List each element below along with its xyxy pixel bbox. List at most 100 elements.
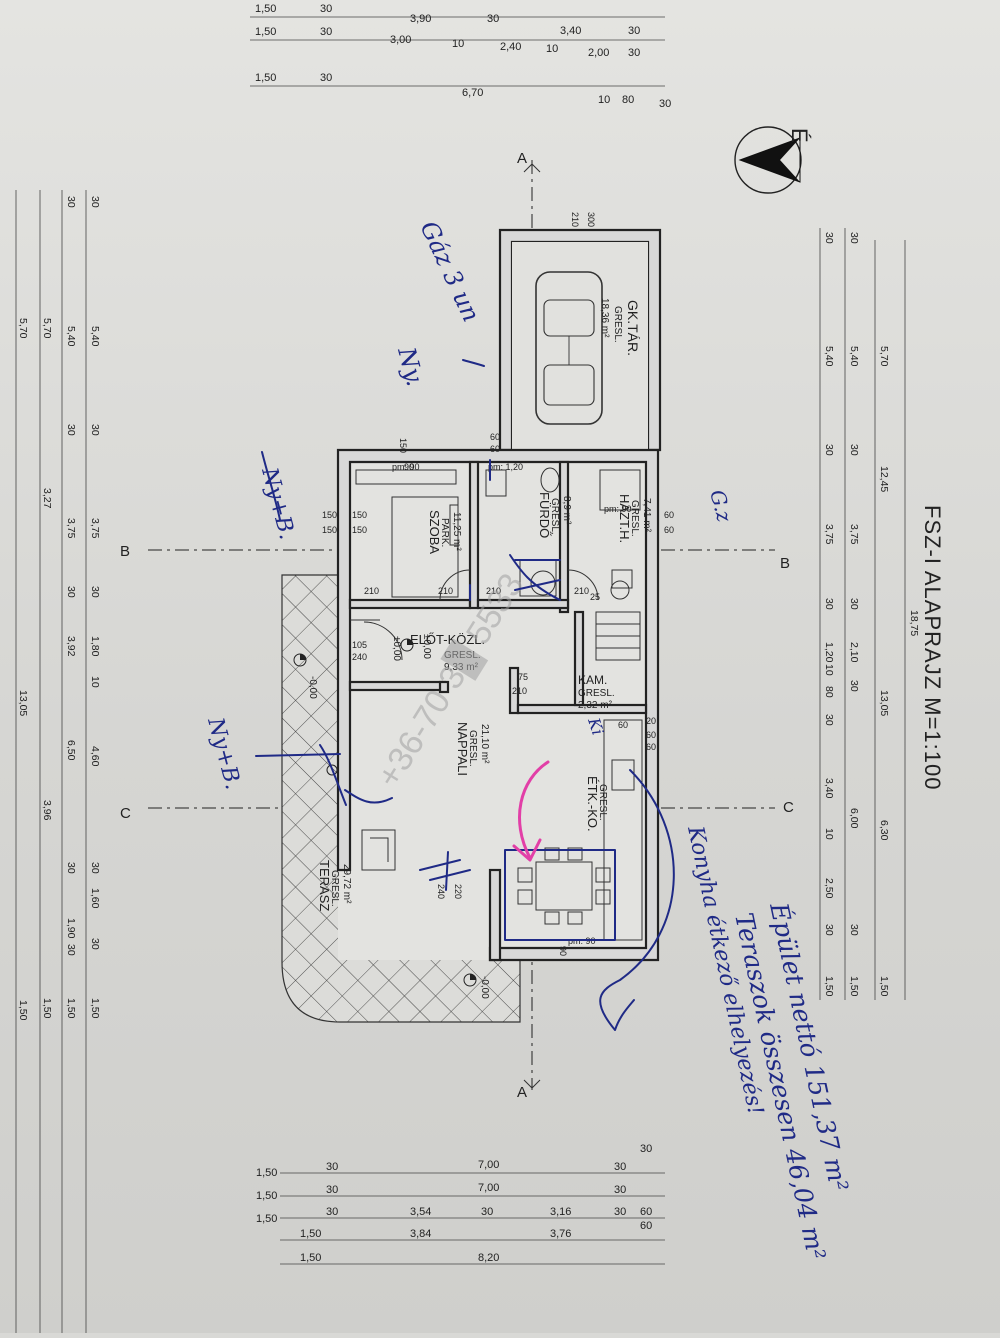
dim-right-c3-3: 6,30 xyxy=(878,820,890,841)
sill-28: 60 xyxy=(618,720,628,730)
dim-right-c1-10: 10 xyxy=(823,828,835,840)
pantry-floor: GRESL. xyxy=(578,688,615,699)
car-icon xyxy=(535,271,603,425)
sill-20: 90 xyxy=(558,946,568,956)
sill-27: 60 xyxy=(646,742,656,752)
level-terrace-2: -0,00 xyxy=(479,976,490,999)
dim-left-c1-7: 4,60 xyxy=(89,746,101,767)
garage-floor: GRESL. xyxy=(612,306,623,343)
note-ki: Ki xyxy=(584,714,608,737)
dim-left-c1-3: 3,75 xyxy=(89,518,101,539)
north-arrow: É xyxy=(734,126,812,194)
dim-bot-r2-3: 30 xyxy=(614,1184,626,1196)
dim-left-c3-3: 1,50 xyxy=(41,998,53,1019)
bedroom-area: 11,25 m² xyxy=(451,512,462,551)
terrace-floor: GRESL. xyxy=(329,870,340,907)
dim-top-r1-5: 30 xyxy=(628,25,640,37)
garage-area: 18,36 m² xyxy=(599,298,610,338)
dim-right-c2-7: 6,00 xyxy=(848,808,860,829)
dim-right-c1-12: 30 xyxy=(823,924,835,936)
dim-top-r1-0: 1,50 xyxy=(255,3,276,15)
dim-left-c1-9: 1,60 xyxy=(89,888,101,909)
dim-right-c3-1: 12,45 xyxy=(878,466,890,492)
dim-bot-r3-6: 60 xyxy=(640,1206,652,1218)
dim-bot-r4-2: 3,76 xyxy=(550,1228,571,1240)
dim-right-c1-5: 1,20 xyxy=(823,642,835,663)
dim-left-c2-8: 1,90 xyxy=(65,918,77,939)
sill-11: 105 xyxy=(352,640,367,650)
dim-right-c1-0: 30 xyxy=(823,232,835,244)
dim-top-r3-0: 1,50 xyxy=(255,72,276,84)
dim-left-c1-8: 30 xyxy=(89,862,101,874)
dim-left-c1-5: 1,80 xyxy=(89,636,101,657)
section-b-right: B xyxy=(780,555,790,572)
sill-26: 60 xyxy=(646,730,656,740)
dim-right-c2-8: 30 xyxy=(848,924,860,936)
garage-name: GK.TÁR. xyxy=(625,300,641,356)
dim-right-c1-4: 30 xyxy=(823,598,835,610)
garage xyxy=(498,228,662,452)
dim-right-c1-8: 30 xyxy=(823,714,835,726)
terrace-area: 29,72 m² xyxy=(341,864,352,904)
dim-right-c1-2: 30 xyxy=(823,444,835,456)
sill-2: pm: 1,20 xyxy=(488,462,523,472)
dim-right-c2-2: 30 xyxy=(848,444,860,456)
dim-right-c2-6: 30 xyxy=(848,680,860,692)
dim-left-c2-9: 30 xyxy=(65,944,77,956)
sill-3: pm: 90 xyxy=(604,504,632,514)
section-a-top: A xyxy=(517,150,527,167)
note-gas: Gáz 3 un xyxy=(415,217,486,326)
dim-top-r2-4: 2,40 xyxy=(500,41,521,53)
sill-18: 150 xyxy=(352,525,367,535)
sill-12: 210 xyxy=(512,686,527,696)
sill-19: 150 xyxy=(398,438,408,453)
dim-bot-r1-4: 30 xyxy=(640,1143,652,1155)
sill-29: 20 xyxy=(646,716,656,726)
sill-14: 150 xyxy=(322,525,337,535)
kitchen-name: ÉTK.-KO. xyxy=(585,776,600,832)
dim-left-c1-4: 30 xyxy=(89,586,101,598)
note-ny-3: Ny+B. xyxy=(202,714,245,792)
dim-bot-r1-1: 30 xyxy=(326,1161,338,1173)
dim-bot-r3-2: 3,54 xyxy=(410,1206,431,1218)
dim-bot-r5-0: 1,50 xyxy=(300,1252,321,1264)
dim-bot-r3-0: 1,50 xyxy=(256,1213,277,1225)
pink-arrow xyxy=(512,760,550,862)
north-label: É xyxy=(787,128,812,143)
dim-bot-r2-2: 7,00 xyxy=(478,1182,499,1194)
dim-right-c3-4: 1,50 xyxy=(878,976,890,997)
sill-22: 300 xyxy=(586,212,596,227)
dim-left-c2-4: 30 xyxy=(65,586,77,598)
note-ny-1: Ny. xyxy=(392,343,429,389)
left-dimension-lines: 30 5,40 30 3,75 30 1,80 10 4,60 30 1,60 … xyxy=(15,190,101,1333)
dim-bot-r1-3: 30 xyxy=(614,1161,626,1173)
section-c-left: C xyxy=(120,805,131,822)
dim-bot-r3-4: 3,16 xyxy=(550,1206,571,1218)
dim-left-c3-0: 5,70 xyxy=(41,318,53,339)
dim-right-c2-3: 3,75 xyxy=(848,524,860,545)
pantry-name: KAM. xyxy=(578,673,607,687)
dim-top-r2-3: 10 xyxy=(452,38,464,50)
dim-bot-r3-5: 30 xyxy=(614,1206,626,1218)
dim-left-c4-1: 13,05 xyxy=(17,690,29,716)
furniture xyxy=(350,467,643,941)
dim-left-c3-1: 3,27 xyxy=(41,488,53,509)
note-ny-2: Ny+B. xyxy=(256,464,299,542)
sill-16: 60 xyxy=(664,525,674,535)
opening-labels: pm: 90 pm: 1,20 pm: 90 pm: 90 210 210 21… xyxy=(322,212,674,956)
level-entry: ±0,00 xyxy=(391,636,402,661)
dim-right-c1-1: 5,40 xyxy=(823,346,835,367)
sill-1: pm: 90 xyxy=(392,462,420,472)
dim-left-c1-10: 30 xyxy=(89,938,101,950)
level-terrace-1: -0,00 xyxy=(307,676,318,699)
living-area: 21,10 m² xyxy=(479,724,490,764)
hall-area: 9,33 m² xyxy=(444,662,479,673)
section-b-left: B xyxy=(120,543,130,560)
dim-right-c2-0: 30 xyxy=(848,232,860,244)
dim-bot-r3-3: 30 xyxy=(481,1206,493,1218)
dim-top-r2-0: 1,50 xyxy=(255,26,276,38)
sill-8: 210 xyxy=(574,586,589,596)
dim-right-c2-5: 2,10 xyxy=(848,642,860,663)
